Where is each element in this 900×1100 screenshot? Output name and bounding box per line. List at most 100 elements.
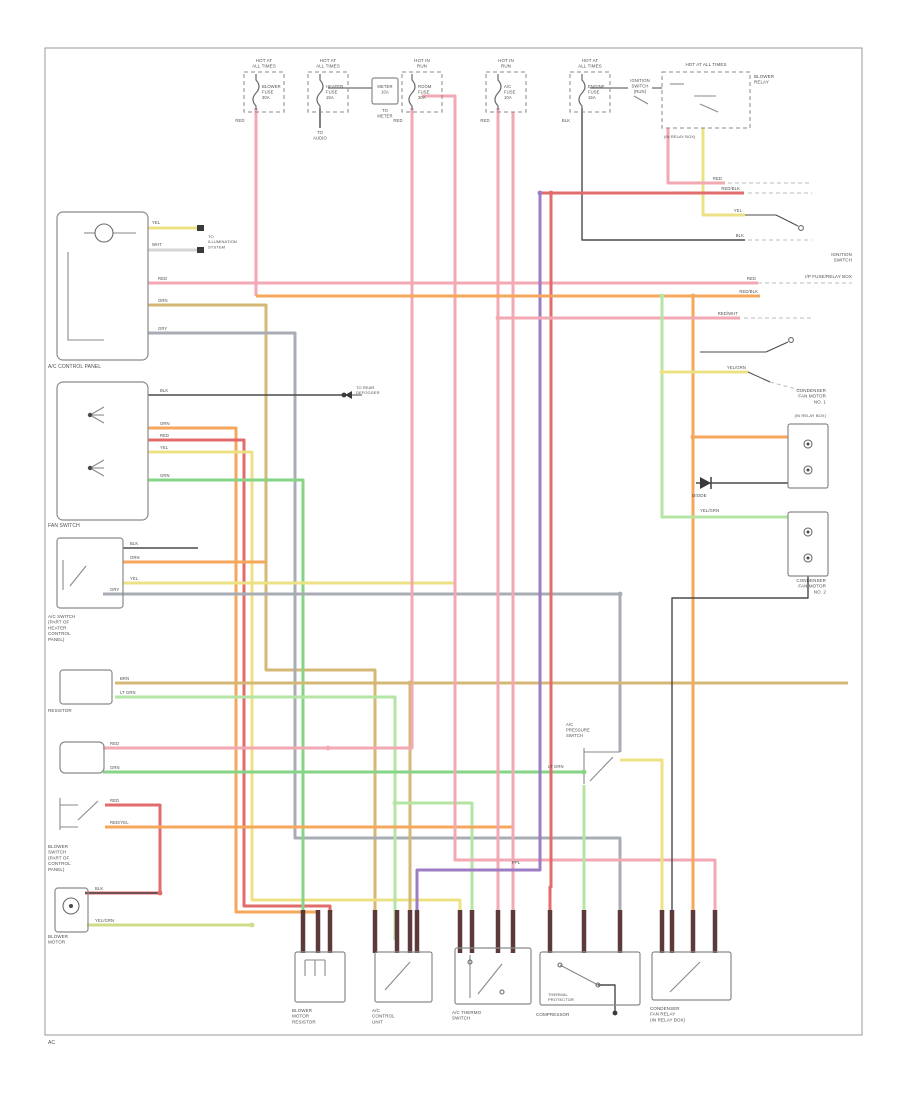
junc-620-594 [617,591,623,597]
bulb [94,223,114,243]
label-motor-lbl-blk: BLK [95,886,103,891]
diode-triangle [700,477,711,489]
terminal-cap-0 [300,910,306,953]
blower-motor-circle [62,897,80,915]
junc-551-193 [548,190,554,196]
fuse1-box [243,71,285,113]
illum-blob2 [197,247,204,253]
fan-motor1-box [787,423,829,489]
label-fansw-lbl-red: RED [160,433,169,438]
ac-switch-box [56,537,124,609]
terminal-cap-5 [407,910,413,953]
ac-control-panel-box [56,211,149,361]
motor2-dot2 [806,556,810,560]
terminal-cap-2 [327,910,333,953]
fuse2-glyph [316,74,324,110]
terminal-cap-13 [617,910,623,953]
wire-cont-372 [769,381,801,391]
terminal-cap-15 [669,910,675,953]
blower-relay-dashed-box [661,71,751,129]
motor1-dot2 [806,468,810,472]
label-fuse5-wirecolor: BLK [562,118,570,123]
label-panel-lbl-orn: ORN [158,298,168,303]
label-acsw-lbl-gry: GRY [110,587,119,592]
b3-contact1 [467,959,473,965]
terminal-cap-11 [547,910,553,953]
wire-relayA-red [103,108,414,750]
label-footer-code: AC [48,1040,55,1046]
fuse4-glyph [494,74,502,110]
wire-fuse5-blk [581,108,745,241]
label-lbl-183: RED [713,176,722,181]
panel-internal [67,252,104,341]
label-lbl-283r: RED [747,276,756,281]
fuse2-box [307,71,349,113]
wire-compressor-gnd [598,984,616,1013]
junc-160-893 [157,890,163,896]
terminal-cap-6 [414,910,420,953]
label-diode-name: DIODE [692,493,707,498]
wire-blowsw-red [85,803,162,895]
label-lbl-296: RED/BLK [739,289,758,294]
label-acsw-lbl-orn: ORN [130,555,140,560]
label-acsw-lbl-blk: BLK [130,541,138,546]
label-fan-motor1-loc: (IN RELAY BOX) [795,413,827,418]
junc-410-683 [407,680,413,686]
wire-red-run-mid [548,193,553,940]
b3-diag [477,963,503,995]
terminal-cap-9 [495,910,501,953]
label-blowsw-lbl-red: RED [110,798,119,803]
b2-diag [384,961,411,991]
b4-contact2 [595,982,601,988]
fan-switch-box [56,381,149,521]
wire-ltgrn-loop [395,801,474,940]
fuse5-glyph [578,74,586,110]
fansw-tick1a [89,406,105,416]
wire-fuse3-branch-pink [422,94,717,940]
label-panel-lbl-wht: WHT [152,242,162,247]
wire-panel-orn-tan [148,303,377,940]
label-fansw-lbl-yel: YEL [160,445,169,450]
label-relaybox-hot: HOT AT ALL TIMES [685,62,726,67]
label-acsw-lbl-yel: YEL [130,576,139,581]
page-border [44,47,863,1036]
ac-control-unit-box [374,951,433,1003]
terminal-cap-4 [394,910,400,953]
wire-relaybox-pnk-drop [666,128,725,185]
fansw-pivot1 [87,412,93,418]
blower-relay-box [59,741,105,774]
label-ac-control-panel-name: A/C CONTROL PANEL [48,364,101,370]
terminal-cap-14 [659,910,665,953]
label-fuse3-wirecolor: RED [393,118,402,123]
label-fuse1-wirecolor: RED [235,118,244,123]
label-blowsw-lbl-orn: RED/YEL [110,820,129,825]
conn-dot-395 [341,392,347,398]
wire-acsw-gry [103,592,622,752]
junc-328-748 [325,745,331,751]
label-lbl-372: YEL/GRN [727,365,746,370]
wire-purple-run [415,193,542,940]
fansw-tick1c [89,414,105,424]
label-fuse4-wirecolor: RED [480,118,489,123]
label-relayA-lbl-red: RED [110,741,119,746]
label-panel-lbl-yel: YEL [152,220,161,225]
blower-motor-box [54,887,89,933]
